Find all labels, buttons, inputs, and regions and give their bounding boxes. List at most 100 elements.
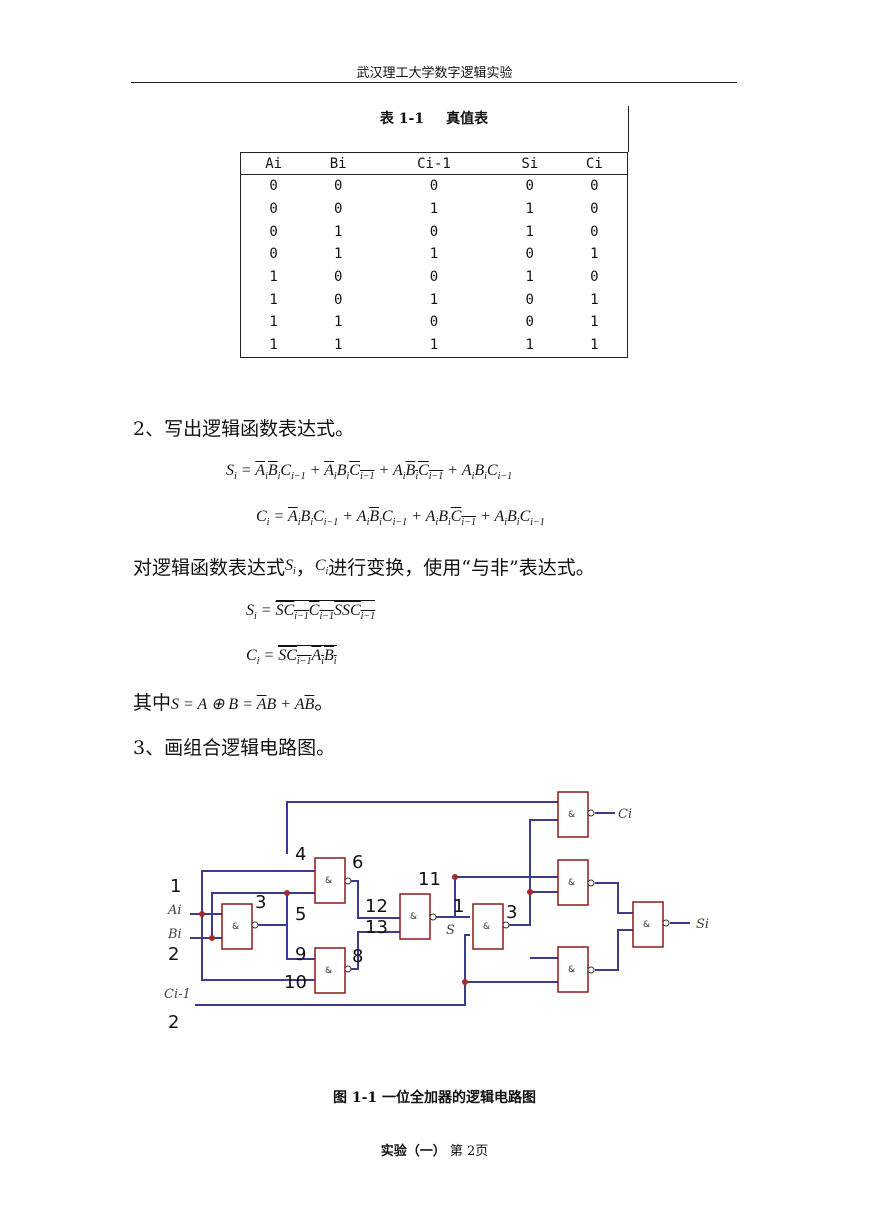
pin-label: 10: [284, 972, 307, 993]
where-prefix: 其中: [133, 692, 172, 714]
truth-table: Ai Bi Ci-1 Si Ci 0 0 0 0 0 0 0 1 1 0 0 1 0 1 0 0 1 1 0 1…: [240, 152, 628, 358]
input-label: Ci-1: [164, 987, 191, 1002]
table-cell: 1: [333, 337, 343, 354]
table-cell: 1: [333, 246, 343, 263]
table-cell: 1: [333, 223, 343, 240]
gate-symbol: &: [568, 810, 575, 820]
table-caption-title: 真值表: [446, 111, 489, 127]
table-cell: 0: [333, 291, 343, 308]
footer-page: 第 2页: [449, 1144, 489, 1159]
table-row: 0 1 0 1 0: [241, 220, 628, 243]
section-3-heading: 3、画组合逻辑电路图。: [133, 737, 336, 759]
input-label: Ai: [167, 903, 182, 918]
pin-label: 9: [295, 944, 306, 965]
table-cell: 1: [590, 337, 599, 354]
table-cell: 0: [429, 223, 439, 240]
pin-label: 8: [352, 946, 363, 967]
nand-gate: [557, 859, 589, 906]
table-cell: 0: [333, 178, 343, 195]
table-cell: 0: [590, 178, 599, 195]
table-cell: 1: [590, 246, 599, 263]
pin-label: 3: [255, 892, 266, 913]
s-label: S: [446, 923, 455, 938]
table-cell: 1: [269, 337, 278, 354]
table-cell: 0: [525, 246, 534, 263]
table-cell: 1: [429, 337, 439, 354]
gate-symbol: &: [568, 878, 575, 888]
table-header-row: Ai Bi Ci-1 Si Ci: [240, 152, 628, 175]
pin-label: 3: [506, 902, 517, 923]
column-header: Ci: [561, 152, 628, 175]
table-cell: 0: [333, 269, 343, 286]
figure-caption: 图 1-1 一位全加器的逻辑电路图: [332, 1090, 537, 1106]
header-divider: [131, 82, 737, 83]
pin-label: 11: [418, 869, 441, 890]
table-cell: 0: [269, 178, 278, 195]
input-label: 2: [168, 944, 179, 965]
table-cell: 1: [525, 269, 534, 286]
table-caption: 表 1-1 真值表: [240, 108, 628, 128]
si-equation: Si = AiBiCi−1 + AiBiCi−1 + AiBiCi−1 + Ai…: [226, 462, 513, 483]
input-label: Bi: [167, 927, 182, 942]
table-cell: 1: [429, 291, 439, 308]
column-header: Ai: [240, 152, 307, 175]
table-cell: 0: [590, 269, 599, 286]
column-header: Bi: [306, 152, 371, 175]
nand-gate: [557, 946, 589, 993]
where-paragraph: 其中S = A ⊕ B = AB + AB。: [133, 692, 334, 714]
gate-symbol: &: [325, 876, 332, 886]
input-label: 2: [168, 1012, 179, 1033]
gate-symbol: &: [568, 965, 575, 975]
table-cell: 1: [525, 223, 534, 240]
column-header: Si: [497, 152, 562, 175]
where-suffix: 。: [314, 692, 334, 714]
pin-label: 13: [365, 917, 388, 938]
gate-symbol: &: [643, 920, 650, 930]
table-row: 0 0 0 0 0: [241, 175, 628, 198]
transform-paragraph: 对逻辑函数表达式Si，Ci进行变换，使用“与非”表达式。: [133, 557, 595, 579]
table-cell: 0: [269, 246, 278, 263]
pin-label: 6: [352, 852, 363, 873]
table-cell: 0: [269, 201, 278, 218]
nand-gate: [472, 903, 504, 950]
input-label: 1: [170, 876, 181, 897]
page-header: 武汉理工大学数字逻辑实验: [356, 66, 513, 81]
pin-label: 5: [295, 904, 306, 925]
table-cell: 1: [525, 337, 534, 354]
table-cell: 0: [525, 178, 534, 195]
nand-gate: [221, 903, 253, 950]
table-row: 0 1 1 0 1: [241, 243, 628, 266]
table-cell: 0: [269, 223, 278, 240]
section-2-heading: 2、写出逻辑函数表达式。: [133, 418, 355, 440]
pin-label: 12: [365, 896, 388, 917]
output-label: Si: [696, 917, 709, 932]
nand-gate: [314, 947, 346, 994]
table-caption-number: 表 1-1: [379, 111, 425, 127]
table-cell: 1: [429, 246, 439, 263]
table-cell: 0: [590, 223, 599, 240]
nand-gate: [557, 791, 589, 838]
table-cell: 1: [269, 269, 278, 286]
full-adder-circuit: & & & & & & & & & 1 2 2 3 4 5 6 9 10 8 1…: [164, 791, 709, 1033]
gate-symbol: &: [232, 922, 239, 932]
nand-gate: [632, 901, 664, 948]
table-cell: 1: [429, 201, 439, 218]
table-cell: 0: [429, 314, 439, 331]
pin-label: 1: [453, 896, 464, 917]
column-header: Ci-1: [370, 152, 498, 175]
table-edge-line: [628, 106, 629, 152]
output-label: Ci: [618, 807, 632, 822]
table-cell: 1: [590, 314, 599, 331]
table-cell: 0: [429, 269, 439, 286]
footer-label: 实验（一）: [380, 1144, 446, 1159]
table-cell: 0: [525, 314, 534, 331]
table-cell: 0: [525, 291, 534, 308]
table-cell: 1: [590, 291, 599, 308]
si-nand-equation: Si = SCi−1Ci−1SSCi−1: [246, 600, 376, 623]
table-cell: 0: [590, 201, 599, 218]
table-cell: 0: [429, 178, 439, 195]
table-cell: 0: [333, 201, 343, 218]
